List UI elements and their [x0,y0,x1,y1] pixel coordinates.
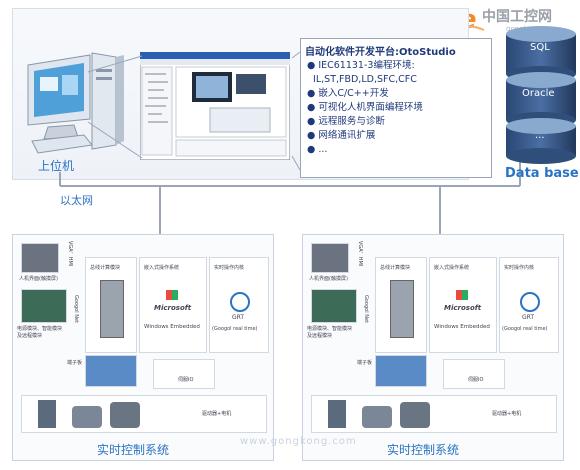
ethernet-label: 以太网 [60,194,93,207]
feature-item: IL,ST,FBD,LD,SFC,CFC [313,74,417,85]
drive-icon [328,400,346,428]
motor-icon [72,406,102,428]
motor-icon [400,402,430,428]
grt-sub-label: (Googol real time) [502,326,548,332]
grt-icon [520,292,540,312]
db-label: Data base [505,166,579,181]
grt-icon [230,292,250,312]
feature-item: ● 嵌入C/C++开发 [307,88,389,99]
feature-item: ● 远程服务与诊断 [307,116,385,127]
panel-bus: 总线计算模块 [375,257,427,353]
motor-icon [110,402,140,428]
grt-sub-label: (Googol real time) [212,326,258,332]
io-module [311,289,357,323]
hmi-screen [311,243,349,273]
googol-net-label: Googol Net [73,295,79,323]
hmi-screen [21,243,59,273]
drive-icon [38,400,56,428]
windows-embedded-label: Windows Embedded [434,324,490,330]
drive-row: 驱动器+电机 [311,395,557,433]
panel-rt: 实时操作内核 GRT (Googol real time) [499,257,559,353]
hmi-label: 人机界面(触摸屏) [19,276,58,282]
terminal-board [85,355,137,387]
controller-box-left: 人机界面(触摸屏) VGA、HMI Googol Net 电源模块、智能模块及远… [12,234,274,461]
terminal-label: 端子板 [67,360,83,366]
drive-row: 驱动器+电机 [21,395,267,433]
otostudio-box: 自动化软件开发平台:OtoStudio ● IEC61131-3编程环境: IL… [300,38,492,178]
io-module [21,289,67,323]
otostudio-features: ● IEC61131-3编程环境: IL,ST,FBD,LD,SFC,CFC ●… [307,59,423,157]
io-label: 电源模块、智能模块及远程模块 [17,326,63,339]
feature-item: ● 网络通讯扩展 [307,130,376,141]
feature-item: ● ... [307,144,328,155]
windows-embedded-label: Windows Embedded [144,324,200,330]
windows-flag-icon [456,290,468,300]
windows-flag-icon [166,290,178,300]
logo-cn: 中国工控网 [482,9,552,25]
feature-item: ● 可视化人机界面编程环境 [307,102,423,113]
io-label: 电源模块、智能模块及远程模块 [307,326,353,339]
feature-item: ● IEC61131-3编程环境: [307,60,415,71]
watermark: www.gongkong.com [240,436,357,447]
otostudio-title: 自动化软件开发平台:OtoStudio [305,47,456,58]
db-dots-label: ... [535,130,545,141]
database-cylinder-icon [506,26,576,164]
servo-io: 伺服IO [153,359,215,389]
controller-title: 实时控制系统 [387,443,460,457]
pcb-board [390,280,414,338]
panel-os: 嵌入式操作系统 Microsoft Windows Embedded [139,257,207,353]
panel-bus: 总线计算模块 [85,257,137,353]
hmi-label: 人机界面(触摸屏) [309,276,348,282]
microsoft-logo: Microsoft [154,304,192,312]
pc-computer-icon [27,52,124,154]
pcb-board [100,280,124,338]
motor-icon [362,406,392,428]
panel-rt: 实时操作内核 GRT (Googol real time) [209,257,269,353]
vga-label: VGA、HMI [67,241,73,267]
pc-label: 上位机 [38,159,75,173]
grt-label: GRT [522,314,535,321]
controller-box-right: 人机界面(触摸屏) VGA、HMI Googol Net 电源模块、智能模块及远… [302,234,564,461]
terminal-board [375,355,427,387]
db-oracle-label: Oracle [522,88,555,99]
googol-net-label: Googol Net [363,295,369,323]
grt-label: GRT [232,314,245,321]
controller-title: 实时控制系统 [97,443,170,457]
terminal-label: 端子板 [357,360,373,366]
panel-os: 嵌入式操作系统 Microsoft Windows Embedded [429,257,497,353]
db-sql-label: SQL [530,42,550,53]
vga-label: VGA、HMI [357,241,363,267]
software-screenshot [140,52,290,160]
microsoft-logo: Microsoft [444,304,482,312]
servo-io: 伺服IO [443,359,505,389]
